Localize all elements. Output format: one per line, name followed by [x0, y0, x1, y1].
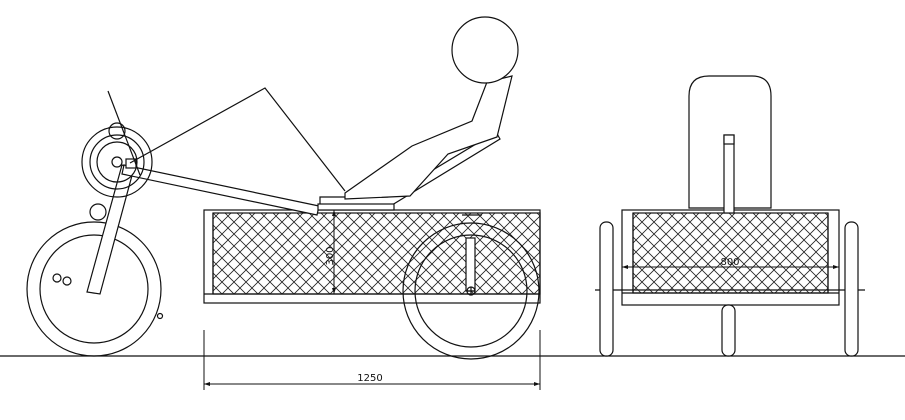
length-label: 1250 [357, 373, 382, 384]
rear-cargo-hatch [632, 212, 829, 294]
rear-wheel [402, 214, 540, 360]
rider-leg [129, 87, 346, 192]
rider-head [451, 16, 519, 84]
rider-body [344, 75, 513, 200]
main-frame [121, 164, 320, 216]
length-dimension: 1250 [203, 330, 541, 390]
rear-right-wheel [844, 221, 859, 357]
rear-view: 800 [595, 75, 865, 357]
height-dimension: 300 [325, 210, 336, 294]
rear-center-wheel [721, 304, 736, 357]
rear-left-wheel [599, 221, 614, 357]
cargo-box-hatch [212, 212, 541, 295]
height-label: 300 [325, 246, 336, 265]
side-view: 300 [26, 16, 541, 390]
width-dimension: 800 [622, 257, 839, 269]
width-label: 800 [720, 257, 739, 268]
front-fork [86, 164, 135, 295]
